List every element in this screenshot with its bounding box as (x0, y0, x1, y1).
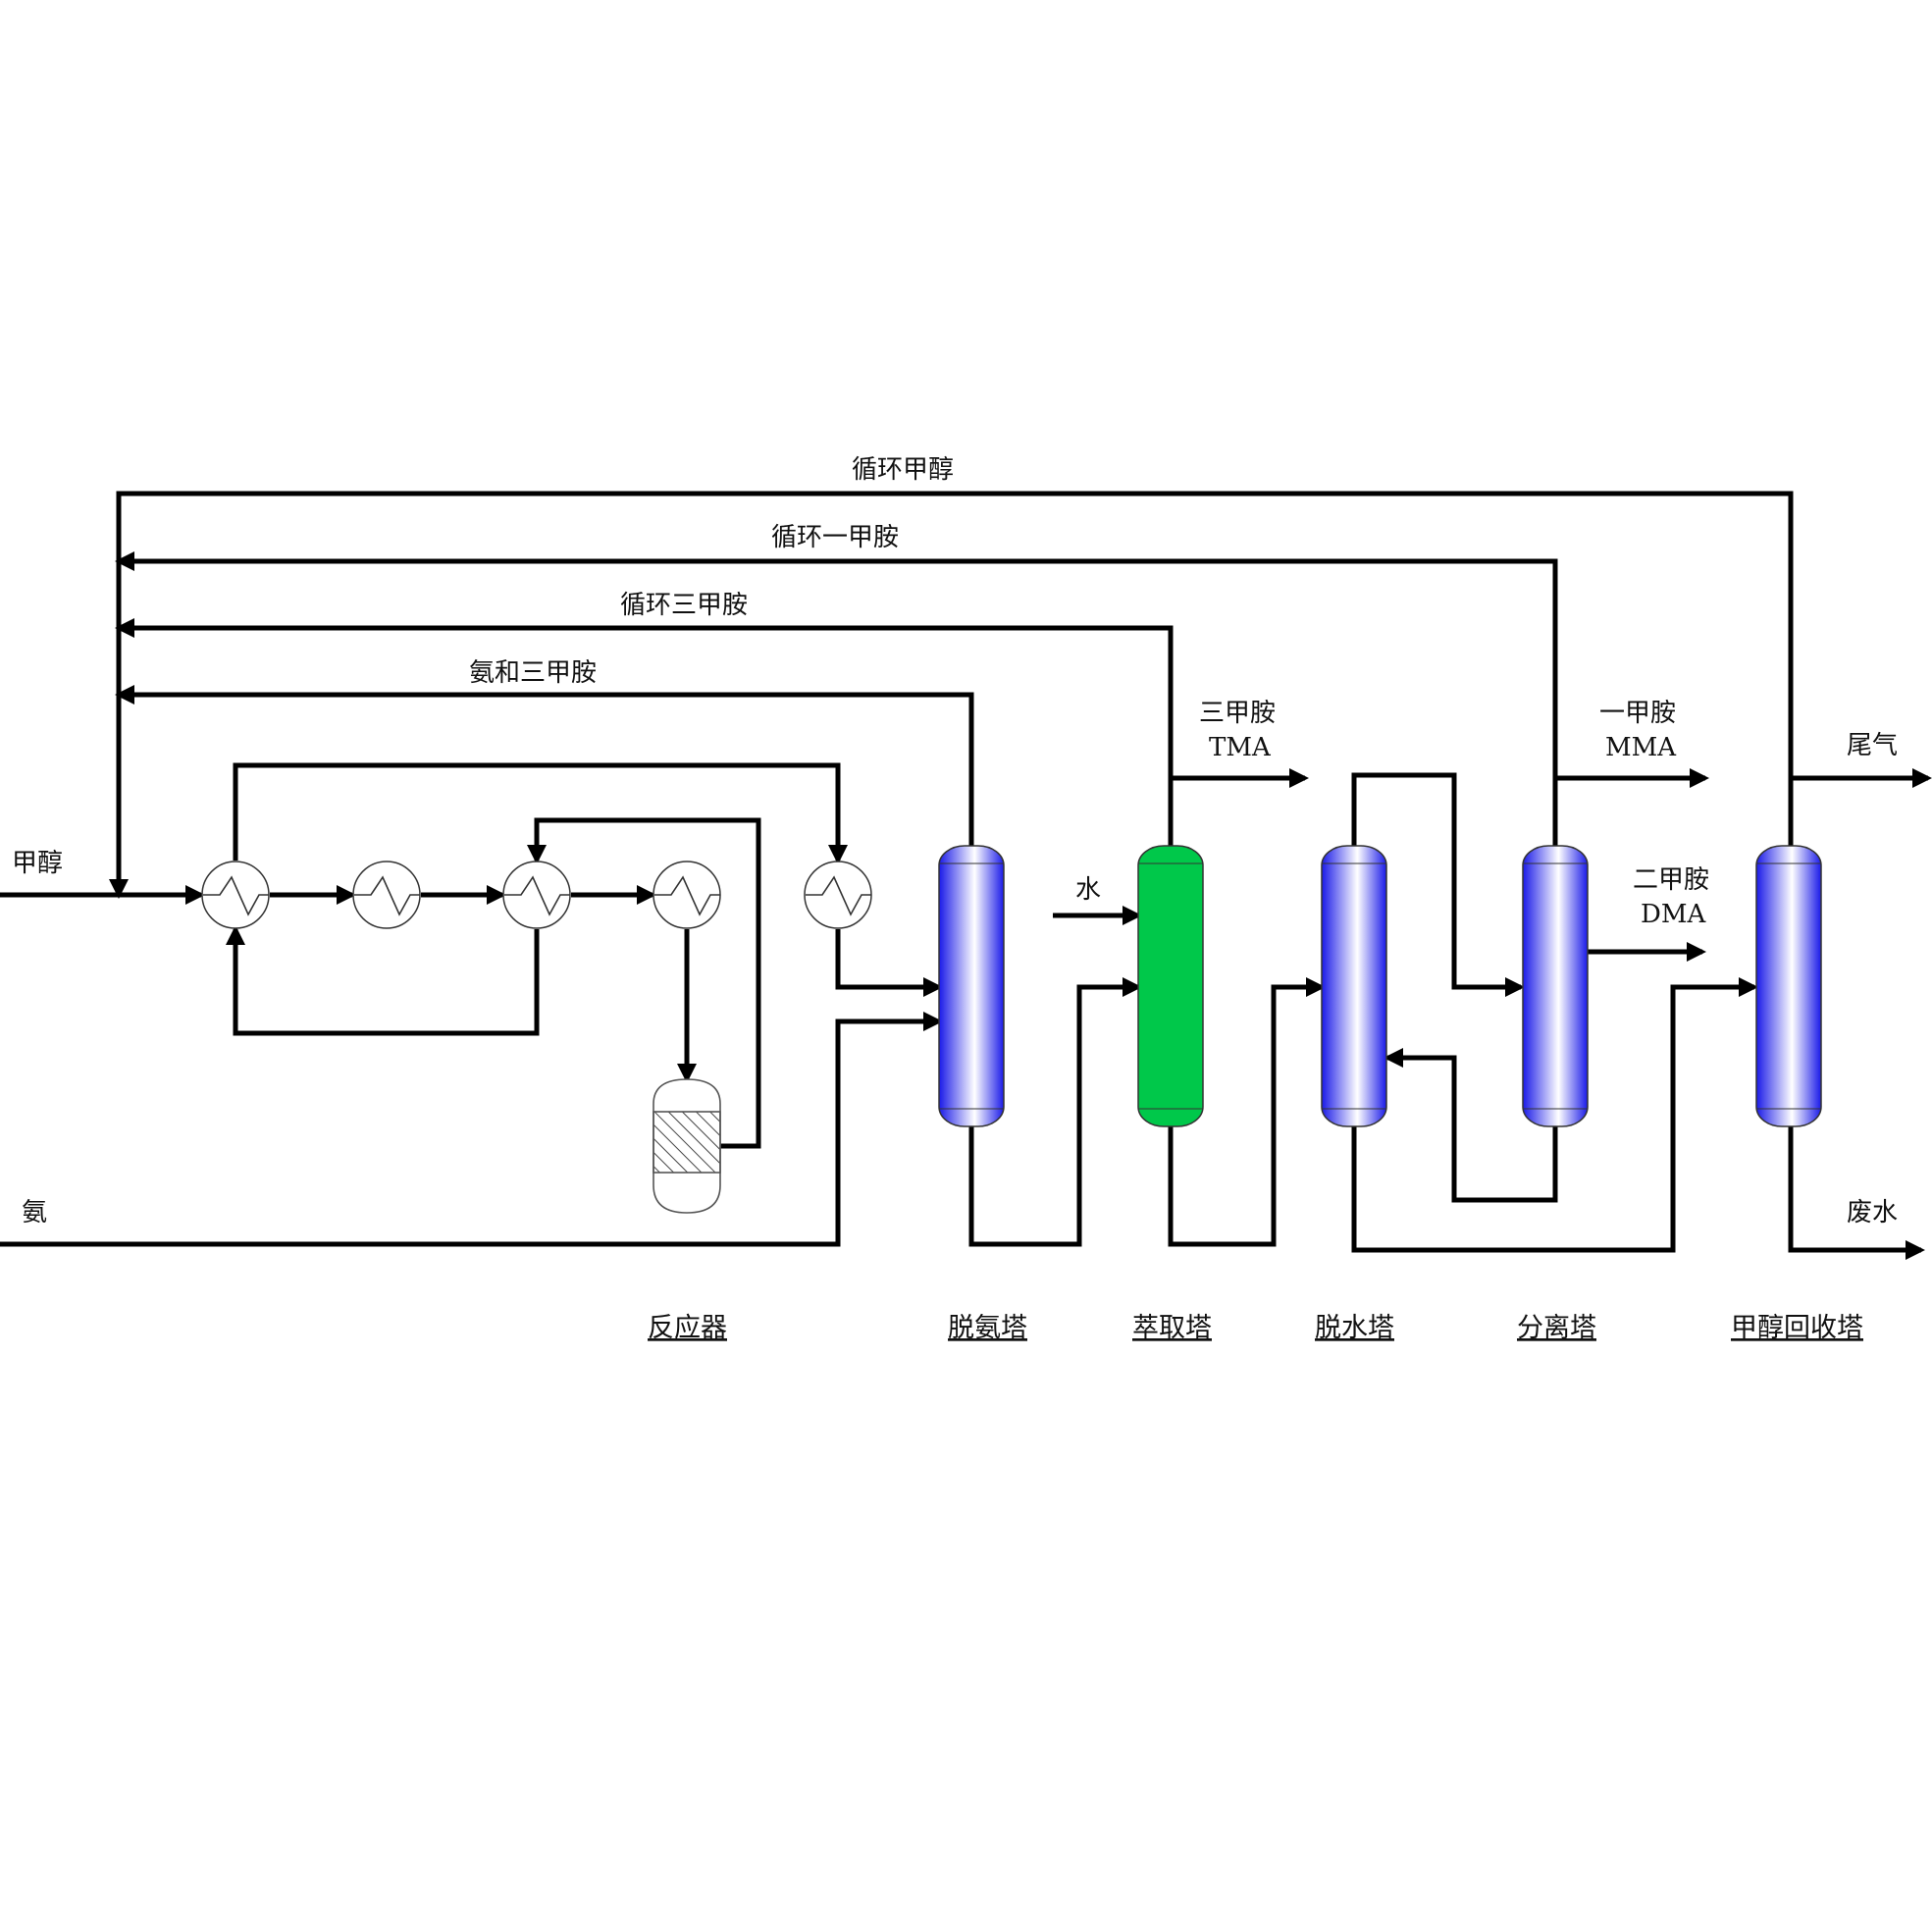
waste-water-label: 废水 (1847, 1198, 1898, 1227)
methanol-recovery-tower-label: 甲醇回收塔 (1731, 1313, 1863, 1343)
dehydration-to-separation-line (1351, 772, 1525, 997)
deammonia-tower-column-icon (938, 845, 1005, 1127)
methanol-recovery-tower-column-icon (1755, 845, 1822, 1127)
tma-label-cn: 三甲胺 (1199, 699, 1276, 728)
water-feed-label: 水 (1075, 875, 1101, 905)
recycle-mma-label: 循环一甲胺 (771, 523, 899, 552)
methanol-feed-label: 甲醇 (12, 849, 63, 878)
ammonia-feed-label: 氨 (22, 1198, 47, 1227)
separation-tower-column-icon (1522, 845, 1589, 1127)
separation-tower-label: 分离塔 (1517, 1313, 1596, 1343)
dehydration-tower-column-icon (1321, 845, 1387, 1127)
recycle-methanol-label: 循环甲醇 (852, 455, 954, 485)
heat-exchanger-1-icon (201, 861, 270, 929)
waste-water-line (1788, 1126, 1925, 1260)
dehydration-to-recovery-line (1351, 977, 1758, 1253)
mma-label-cn: 一甲胺 (1599, 699, 1676, 728)
ammonia-tma-label: 氨和三甲胺 (469, 658, 597, 688)
heat-exchanger-4-icon (653, 861, 721, 929)
hx1-to-hx5-line (233, 762, 848, 864)
recycle-tma-label: 循环三甲胺 (620, 591, 748, 620)
extraction-tower-label: 萃取塔 (1132, 1313, 1212, 1343)
deammonia-to-extraction-line (968, 977, 1142, 1247)
mma-label-en: MMA (1605, 733, 1677, 762)
separation-to-dehydration-line (1384, 1048, 1558, 1203)
heat-exchanger-5-icon (804, 861, 872, 929)
ammonia-tma-line (115, 685, 974, 846)
tail-gas-line (1788, 768, 1932, 846)
dehydration-tower-label: 脱水塔 (1315, 1313, 1394, 1343)
reactor-to-hx3-line (527, 817, 761, 1149)
dma-label-cn: 二甲胺 (1633, 865, 1709, 895)
tma-label-en: TMA (1209, 733, 1272, 762)
heat-exchanger-2-icon (352, 861, 421, 929)
hx5-to-deammonia-line (835, 929, 943, 997)
extraction-tower-column-icon (1137, 845, 1204, 1127)
heat-exchanger-3-icon (502, 861, 571, 929)
reactor-vessel-icon (653, 1078, 721, 1214)
extraction-to-dehydration-line (1168, 977, 1326, 1247)
hx3-to-hx1-line (226, 925, 540, 1036)
reactor-label: 反应器 (648, 1313, 727, 1343)
recycle-tma-line (115, 618, 1174, 846)
deammonia-tower-label: 脱氨塔 (948, 1313, 1027, 1343)
recycle-mma-line (115, 551, 1558, 846)
tail-gas-label: 尾气 (1847, 731, 1898, 760)
dma-label-en: DMA (1641, 900, 1706, 929)
ammonia-feed-line (0, 1012, 943, 1247)
